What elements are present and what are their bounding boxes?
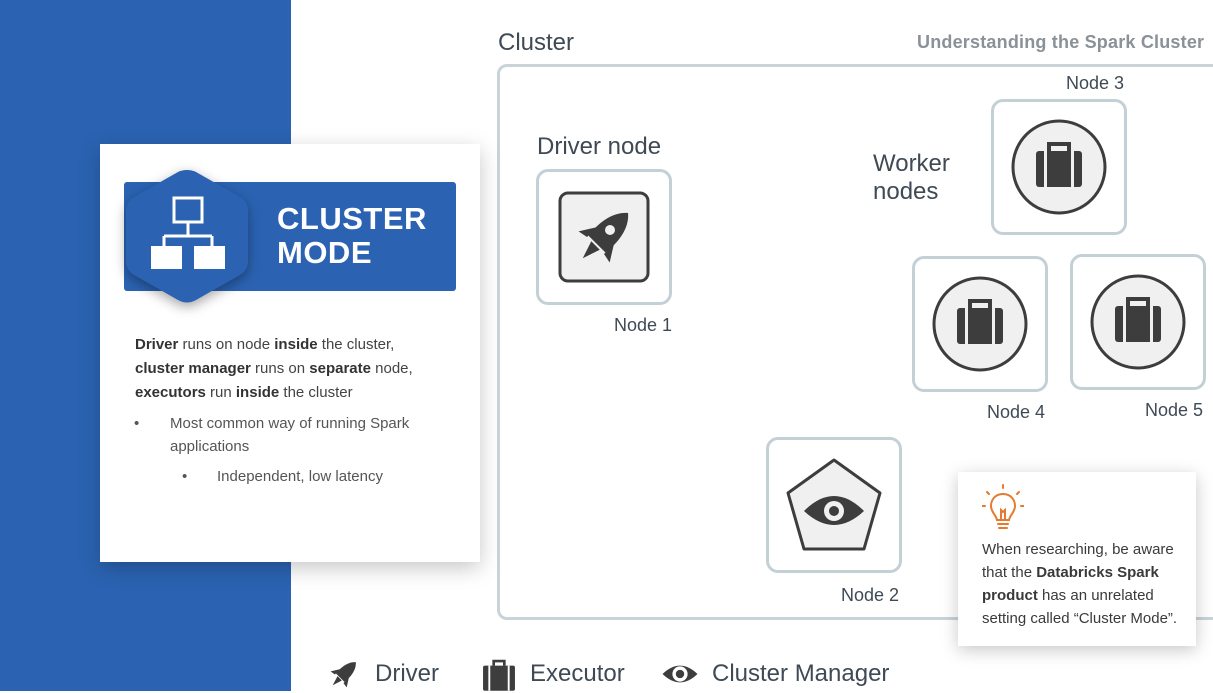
legend-driver-label: Driver: [375, 660, 439, 687]
legend-cluster-manager: Cluster Manager: [660, 655, 889, 693]
node-1-box: [536, 169, 672, 305]
rocket-icon: [330, 662, 356, 688]
eye-pentagon-icon: [786, 458, 882, 551]
description-line: cluster manager runs on separate node,: [135, 360, 413, 377]
databricks-note-callout: When researching, be aware that the Data…: [958, 472, 1196, 646]
driver-node-heading: Driver node: [537, 133, 662, 160]
cluster-mode-title: CLUSTER MODE: [277, 201, 427, 270]
network-hierarchy-icon: [124, 166, 250, 306]
briefcase-icon: [932, 276, 1028, 372]
legend-executor-label: Executor: [530, 660, 625, 687]
slide-title: Understanding the Spark Cluster: [917, 32, 1205, 52]
node-4-box: [912, 256, 1048, 392]
briefcase-icon: [1090, 274, 1186, 370]
rocket-icon: [558, 191, 650, 283]
legend-driver: Driver: [325, 655, 439, 693]
cluster-mode-description: Driver runs on node inside the cluster, c…: [135, 333, 455, 405]
node-4-label: Node 4: [987, 402, 1046, 422]
databricks-note-text: When researching, be aware that the Data…: [982, 541, 1178, 627]
node-5-box: [1070, 254, 1206, 390]
node-2-box: [766, 437, 902, 573]
node-2-label: Node 2: [841, 585, 900, 605]
description-line: executors run inside the cluster: [135, 384, 353, 401]
cluster-label: Cluster: [498, 29, 575, 56]
worker-nodes-heading: Worker nodes: [873, 150, 950, 205]
bullet-most-common: • Most common way of running Spark appli…: [134, 415, 410, 455]
node-3-box: [991, 99, 1127, 235]
bullet-low-latency: • Independent, low latency: [182, 468, 383, 485]
node-3-label: Node 3: [1066, 73, 1125, 93]
lightbulb-icon: [982, 484, 1024, 529]
node-1-label: Node 1: [614, 315, 673, 335]
description-line: Driver runs on node inside the cluster,: [135, 336, 395, 353]
briefcase-icon: [1011, 119, 1107, 215]
node-5-label: Node 5: [1145, 400, 1204, 420]
legend-cluster-manager-label: Cluster Manager: [712, 660, 890, 687]
legend-executor: Executor: [480, 655, 625, 693]
eye-icon: [662, 665, 698, 683]
briefcase-icon: [483, 659, 515, 691]
